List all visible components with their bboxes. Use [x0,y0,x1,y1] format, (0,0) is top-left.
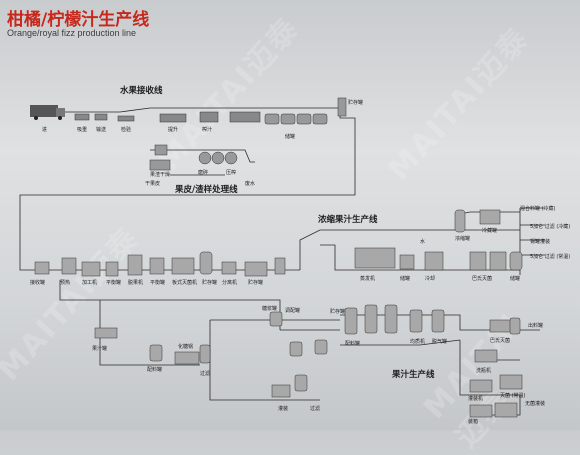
label: 果汁罐 [92,345,107,352]
page-subtitle: Orange/royal fizz production line [7,28,137,38]
label: 脱气罐 [432,338,447,345]
label: 化糖锅 [178,343,193,350]
label: 榨汁 [202,126,212,133]
label: 接收罐 [30,279,45,286]
label: 无菌灌装 [525,400,545,407]
label: 糖浆罐 [262,305,277,312]
section-fruit-receiving: 水果接收线 [119,85,163,96]
label: 预热 [60,279,70,286]
label: 储罐 [285,133,295,140]
label: 装箱 [468,418,478,425]
label: 5加仑 过滤 (冷藏) [530,223,570,230]
section-juice: 果汁生产线 [391,369,435,380]
label: 水 [420,238,425,245]
label: 洗瓶机 [476,367,491,374]
label: 过滤 [310,405,320,412]
page-title: 柑橘/柠檬汁生产线 [7,10,150,30]
label: 吸重 [77,126,87,133]
label: 进 [42,126,47,133]
label: 配料罐 [147,366,162,373]
label: 冷却 [425,275,435,282]
label: 储罐 [400,275,410,282]
label: 储罐 [510,275,520,282]
label: 均质机 [410,338,425,345]
label: 检验 [121,126,131,133]
section-peel: 果皮/渣样处理线 [174,184,238,195]
label: 贮存罐 [202,279,217,286]
process-diagram: 水果接收线 果皮/渣样处理线 浓缩果汁生产线 果汁生产线 进 吸重 输送 检验 … [19,85,570,425]
label: 干果皮 [145,180,160,187]
label: 提升 [168,126,178,133]
label: 压榨 [226,169,236,176]
label: 浓缩罐 [455,235,470,242]
label: 贮存罐 [330,308,345,315]
label: 过滤 [200,370,210,377]
label: 巴氏灭菌 [472,275,492,282]
label: 灌装机 [468,395,483,402]
label: 分离机 [222,279,237,286]
label: 5加仑 过滤 (常温) [530,253,570,260]
label: 平衡罐 [106,279,121,286]
label: 锡罐灌装 [530,238,550,245]
label: 混合料罐 (冷藏) [520,205,556,212]
truck-icon [30,105,65,120]
label: 磨碎 [198,169,208,176]
label: 贮存罐 [248,279,263,286]
section-concentrate: 浓缩果汁生产线 [318,214,378,225]
label: 贮存罐 [348,99,363,106]
label: 果渣干燥 [150,171,170,178]
label: 板式灭菌机 [172,279,197,286]
label: 输送 [96,126,106,133]
label: 灌装 [278,405,288,412]
label: 调配罐 [285,307,300,314]
label: 巴氏灭菌 [490,337,510,344]
label: 平衡罐 [150,279,165,286]
label: 脱果机 [128,279,143,286]
label: 配料罐 [345,340,360,347]
label: 冷藏罐 [482,227,497,234]
label: 蒸发机 [360,275,375,282]
label: 出料罐 [528,322,543,329]
label: 废水 [245,180,255,187]
label: 加工机 [82,279,97,286]
label: 灭菌 (常温) [500,392,526,399]
